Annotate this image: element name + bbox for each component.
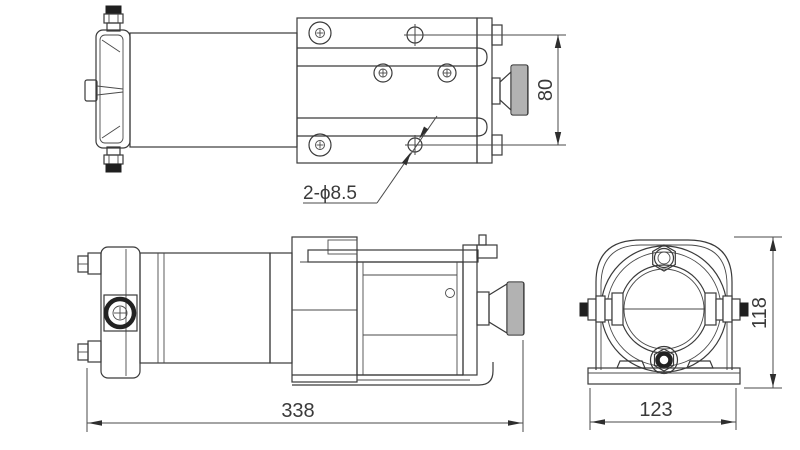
dim-label-80: 80: [535, 79, 557, 101]
motor-bolt-bottom-left: [77, 340, 102, 363]
motor-terminal-bolt-bottom: [103, 146, 124, 173]
dimension-123: 123: [589, 388, 737, 430]
front-bolt-bottom: [649, 345, 679, 375]
dim-label-118: 118: [749, 297, 771, 329]
top-view: 80 2-ϕ8.5: [84, 5, 566, 204]
gear-housing-side: [291, 236, 358, 383]
drum-hole: [445, 288, 455, 298]
screw-top-left: [308, 21, 332, 45]
mount-rail-side: [292, 362, 494, 386]
side-view: 338: [77, 234, 525, 432]
drum-side: [356, 261, 464, 376]
dimension-338: 338: [86, 340, 524, 432]
side-bolt-right: [704, 292, 749, 326]
dimension-118: 118: [734, 236, 782, 389]
dim-label-338: 338: [281, 400, 314, 422]
hole-callout-label: 2-ϕ8.5: [303, 183, 357, 204]
front-bolt-top: [652, 244, 676, 272]
screw-bottom-left: [308, 133, 332, 157]
mount-base-front: [587, 360, 741, 385]
clutch-knob-top: [491, 64, 529, 116]
motor-connector: [84, 79, 98, 102]
motor-body-top: [129, 32, 298, 148]
screw-middle-right: [437, 63, 457, 83]
motor-end-cap-side: [100, 246, 141, 379]
clutch-knob-side: [476, 281, 525, 336]
motor-terminal-bolt-top: [103, 5, 124, 32]
side-bolt-left: [579, 292, 624, 326]
mount-hole-top: [404, 24, 566, 46]
motor-bolt-top-left: [77, 252, 102, 275]
hole-callout: 2-ϕ8.5: [303, 115, 438, 204]
front-view: 118 123: [579, 236, 782, 430]
motor-body-side: [139, 252, 293, 364]
bracket-plate-side: [462, 244, 478, 376]
dimension-80: 80: [535, 35, 562, 145]
mount-hole-bottom: [405, 135, 566, 155]
screw-middle-left: [373, 63, 393, 83]
tie-bar-side: [307, 234, 498, 263]
dim-label-123: 123: [639, 399, 672, 421]
motor-end-cap-top: [95, 29, 131, 149]
winch-housing-top: [296, 17, 503, 164]
